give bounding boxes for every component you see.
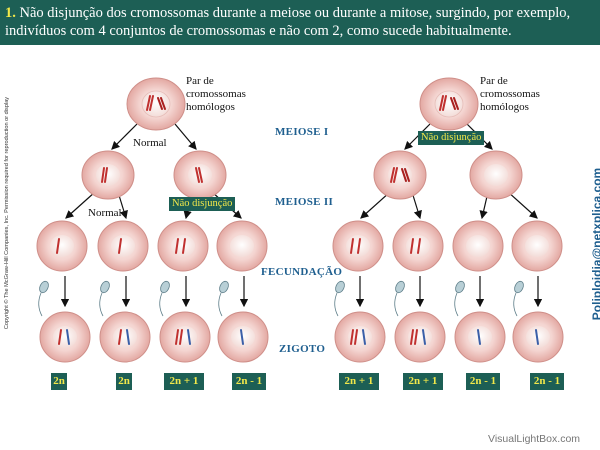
- stage-meiose2: MEIOSE II: [275, 196, 334, 208]
- result-7: 2n - 1: [466, 373, 500, 390]
- cell-mi-right-1: [373, 150, 427, 200]
- sperm-5: [334, 280, 345, 317]
- label-par-right: Par de cromossomas homólogos: [480, 75, 540, 113]
- cell-mi-right-2: [469, 150, 523, 200]
- zygote-5: [334, 311, 386, 363]
- cell-parent-left: [126, 77, 186, 131]
- header-text: 1. Não disjunção dos cromossomas durante…: [5, 4, 597, 40]
- zygote-2: [99, 311, 151, 363]
- zygote-7: [454, 311, 506, 363]
- result-8: 2n - 1: [530, 373, 564, 390]
- footer-watermark: VisualLightBox.com: [488, 433, 581, 445]
- cell-mi-left-2: [173, 150, 227, 200]
- label-nao-disjuncao-meiose2: Não disjunção: [169, 197, 236, 211]
- website-label: Poliploidia@netxplica.com: [590, 167, 600, 321]
- sperm-6: [394, 280, 405, 317]
- label-normal-2: Normal: [88, 207, 122, 219]
- gamete-1: [36, 220, 88, 272]
- arrows-fecundacao: [60, 276, 543, 308]
- sperm-cells: [38, 280, 524, 317]
- stage-meiose1: MEIOSE I: [275, 126, 329, 138]
- sperm-7: [454, 280, 465, 317]
- gamete-2: [97, 220, 149, 272]
- result-4: 2n - 1: [232, 373, 266, 390]
- sperm-3: [159, 280, 170, 317]
- gamete-7: [452, 220, 504, 272]
- stage-fecundacao: FECUNDAÇÃO: [261, 266, 343, 278]
- sperm-4: [218, 280, 229, 317]
- gamete-6: [392, 220, 444, 272]
- copyright-notice: Copyright © The McGraw-Hill Companies, I…: [4, 96, 10, 330]
- gamete-8: [511, 220, 563, 272]
- stage-zigoto: ZIGOTO: [279, 343, 326, 355]
- zygote-row: [39, 311, 564, 363]
- result-5: 2n + 1: [339, 373, 379, 390]
- header-number: 1.: [5, 5, 16, 21]
- label-par-left: Par de cromossomas homólogos: [186, 75, 246, 113]
- result-6: 2n + 1: [403, 373, 443, 390]
- gamete-3: [157, 220, 209, 272]
- header-description: Não disjunção dos cromossomas durante a …: [5, 5, 571, 39]
- header-banner: 1. Não disjunção dos cromossomas durante…: [0, 0, 600, 45]
- gamete-4: [216, 220, 268, 272]
- label-nao-disjuncao-meiose1: Não disjunção: [418, 131, 485, 145]
- cell-mi-left-1: [81, 150, 135, 200]
- sperm-1: [38, 280, 49, 317]
- zygote-4: [217, 311, 269, 363]
- label-normal-1: Normal: [133, 137, 167, 149]
- zygote-3: [159, 311, 211, 363]
- result-1: 2n: [51, 373, 67, 390]
- zygote-1: [39, 311, 91, 363]
- cell-parent-right: [419, 77, 479, 131]
- zygote-6: [394, 311, 446, 363]
- result-3: 2n + 1: [164, 373, 204, 390]
- sperm-8: [513, 280, 524, 317]
- gamete-row: [36, 220, 563, 272]
- gamete-5: [332, 220, 384, 272]
- sperm-2: [99, 280, 110, 317]
- result-2: 2n: [116, 373, 132, 390]
- zygote-8: [512, 311, 564, 363]
